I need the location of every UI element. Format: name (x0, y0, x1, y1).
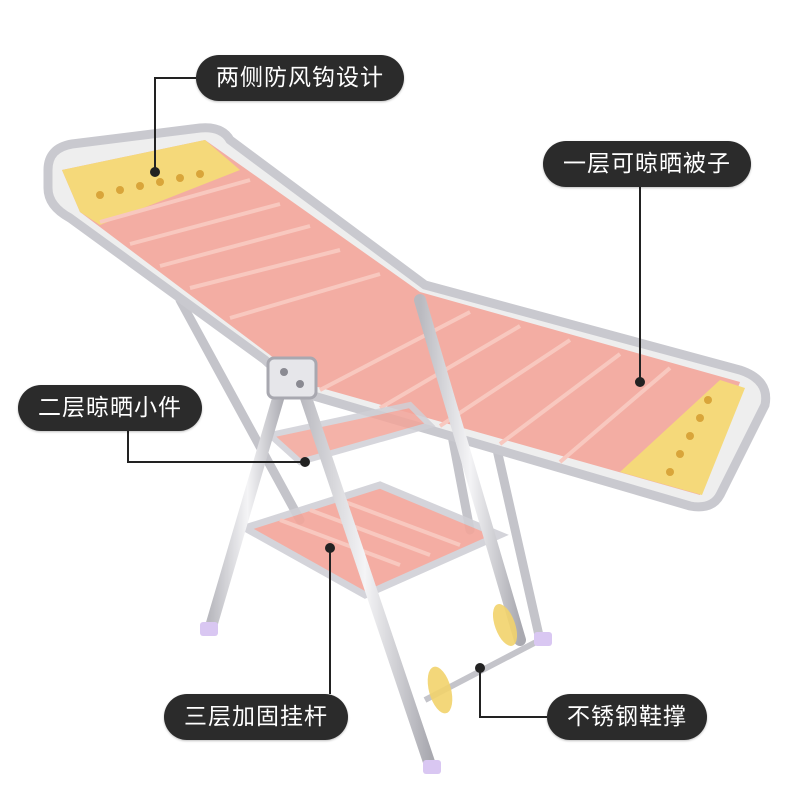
center-hinge (266, 356, 318, 400)
callout-first-layer-quilts: 一层可晾晒被子 (543, 141, 751, 187)
right-yellow-end (620, 380, 745, 495)
callout-third-layer-bars: 三层加固挂杆 (164, 694, 348, 740)
shoe-rack (423, 604, 542, 714)
leader-dots (150, 167, 645, 673)
callout-second-layer-small-items: 二层晾晒小件 (18, 385, 202, 431)
left-yellow-end (62, 140, 240, 225)
rack-front-legs (204, 294, 526, 771)
foot-caps (200, 622, 552, 774)
second-layer (263, 401, 436, 466)
callout-shoe-rack: 不锈钢鞋撑 (547, 694, 707, 740)
callout-windproof-hooks: 两侧防风钩设计 (196, 55, 404, 101)
top-layer (43, 123, 771, 512)
